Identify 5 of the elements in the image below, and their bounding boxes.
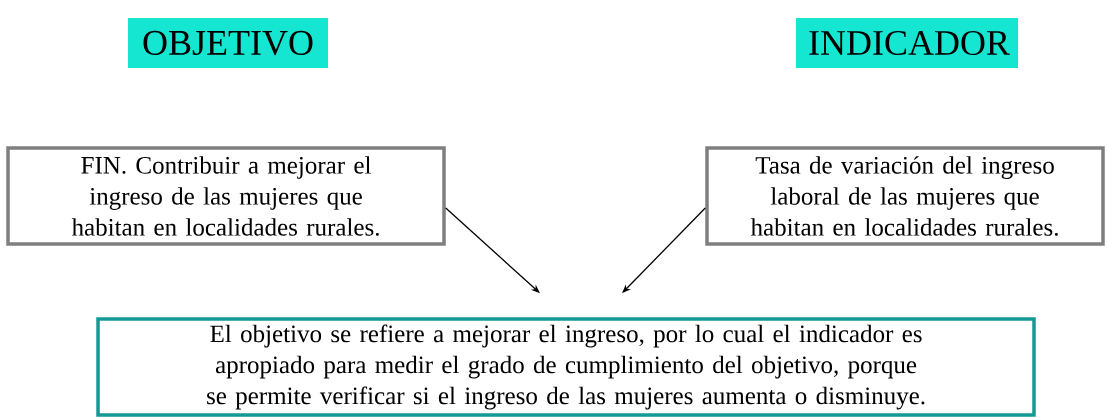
heading-label: INDICADOR (796, 18, 1018, 68)
objective-box: FIN. Contribuir a mejorar el ingreso de las mujeres que habitan en localidades rurales. (6, 146, 446, 246)
heading-label: OBJETIVO (128, 18, 328, 68)
indicator-box: Tasa de variación del ingreso laboral de las mujeres que habitan en localidades rurales. (705, 146, 1105, 246)
conclusion-box: El objetivo se refiere a mejorar el ingreso, por lo cual el indicador es apropiado para medir el grado de cumplimiento del objetivo, porque se permite verificar si el ingreso de las mujeres aumenta o disminuye. (96, 317, 1036, 417)
